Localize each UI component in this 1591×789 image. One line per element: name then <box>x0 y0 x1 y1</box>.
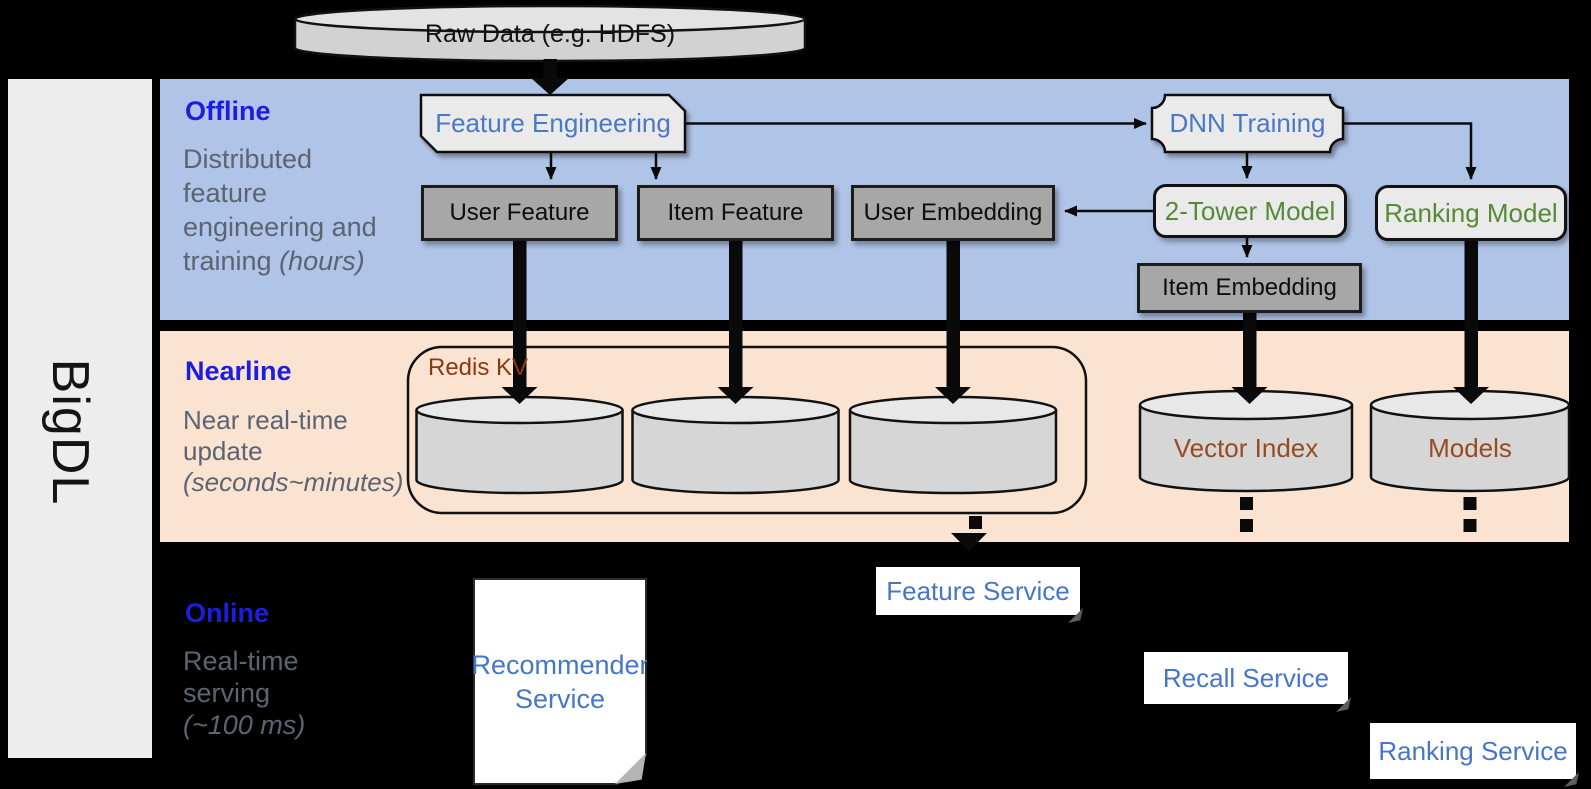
nearline-desc-line-1: Near real-time <box>183 405 348 435</box>
models-dash-1 <box>1463 497 1477 510</box>
item-embedding-box: Item Embedding <box>1137 263 1362 313</box>
models-label: Models <box>1428 432 1512 463</box>
offline-section-title: Offline <box>185 96 271 126</box>
vector-index-dash-2 <box>1240 519 1253 532</box>
online-desc-line-2: serving <box>183 678 271 708</box>
kv-cylinder-1 <box>415 395 624 495</box>
offline-desc-line-3: engineering and <box>183 212 377 242</box>
ranking-model-box: Ranking Model <box>1375 185 1567 241</box>
kv-cylinder-3 <box>848 395 1058 495</box>
arrow-item-embedding-to-vector-index <box>1231 313 1268 404</box>
nearline-section-title: Nearline <box>185 356 292 386</box>
two-tower-model-box: 2-Tower Model <box>1153 184 1347 238</box>
arrow-user-feature-to-kv <box>501 241 538 404</box>
redis-kv-label: Redis KV <box>428 354 529 381</box>
dashed-connectors <box>951 497 1477 551</box>
feature-engineering-shape <box>419 93 687 154</box>
arrow-user-embedding-to-kv <box>935 241 971 404</box>
user-feature-box: User Feature <box>421 185 618 241</box>
redis-to-feature-service-dash <box>969 516 982 529</box>
item-feature-box: Item Feature <box>637 185 834 241</box>
nearline-duration: (seconds~minutes) <box>183 467 404 497</box>
user-embedding-box: User Embedding <box>851 185 1055 241</box>
feature-engineering-label: Feature Engineering <box>435 108 671 138</box>
ranking-service-box: Ranking Service <box>1370 723 1576 779</box>
nearline-desc-line-2: update <box>183 436 263 466</box>
vector-index-dash-1 <box>1240 497 1253 510</box>
arrow-item-feature-to-kv <box>717 241 754 404</box>
recommender-service-document: Recommender Service <box>473 578 647 785</box>
models-dash-2 <box>1463 519 1477 532</box>
redis-to-feature-service-arrowhead <box>951 533 987 551</box>
raw-data-label: Raw Data (e.g. HDFS) <box>424 19 676 48</box>
offline-desc-line-1: Distributed <box>183 144 313 174</box>
recall-service-box: Recall Service <box>1144 652 1348 704</box>
online-desc-line-1: Real-time <box>183 646 299 676</box>
offline-desc-line-2: feature <box>183 178 268 208</box>
online-duration: (~100 ms) <box>183 710 306 740</box>
redis-kv-container <box>406 345 1088 515</box>
online-section-title: Online <box>185 598 270 628</box>
vector-index-cylinder <box>1138 389 1354 493</box>
vector-index-label: Vector Index <box>1173 432 1319 463</box>
offline-desc-training: training <box>183 246 272 276</box>
arrow-dnn-to-ranking-model <box>1343 122 1477 180</box>
arrow-rawdata-to-feature-engineering <box>531 59 569 95</box>
feature-service-box: Feature Service <box>876 567 1080 615</box>
kv-cylinder-2 <box>631 395 840 495</box>
offline-connectors <box>545 118 1477 258</box>
bigdl-sidebar <box>8 79 152 758</box>
models-cylinder <box>1369 389 1571 493</box>
offline-desc-line-4: training (hours) <box>183 244 377 278</box>
offline-duration: (hours) <box>279 246 365 276</box>
online-section-description: Real-time serving (~100 ms) <box>183 645 305 741</box>
offline-section-description: Distributed feature engineering and trai… <box>183 142 377 278</box>
bigdl-brand-label: BigDL <box>41 358 99 506</box>
dnn-training-shape <box>1150 93 1345 154</box>
arrow-ranking-model-to-models <box>1453 241 1489 404</box>
dnn-training-label: DNN Training <box>1169 108 1326 138</box>
thick-arrows <box>501 241 1489 404</box>
nearline-section-description: Near real-time update (seconds~minutes) <box>183 405 403 498</box>
